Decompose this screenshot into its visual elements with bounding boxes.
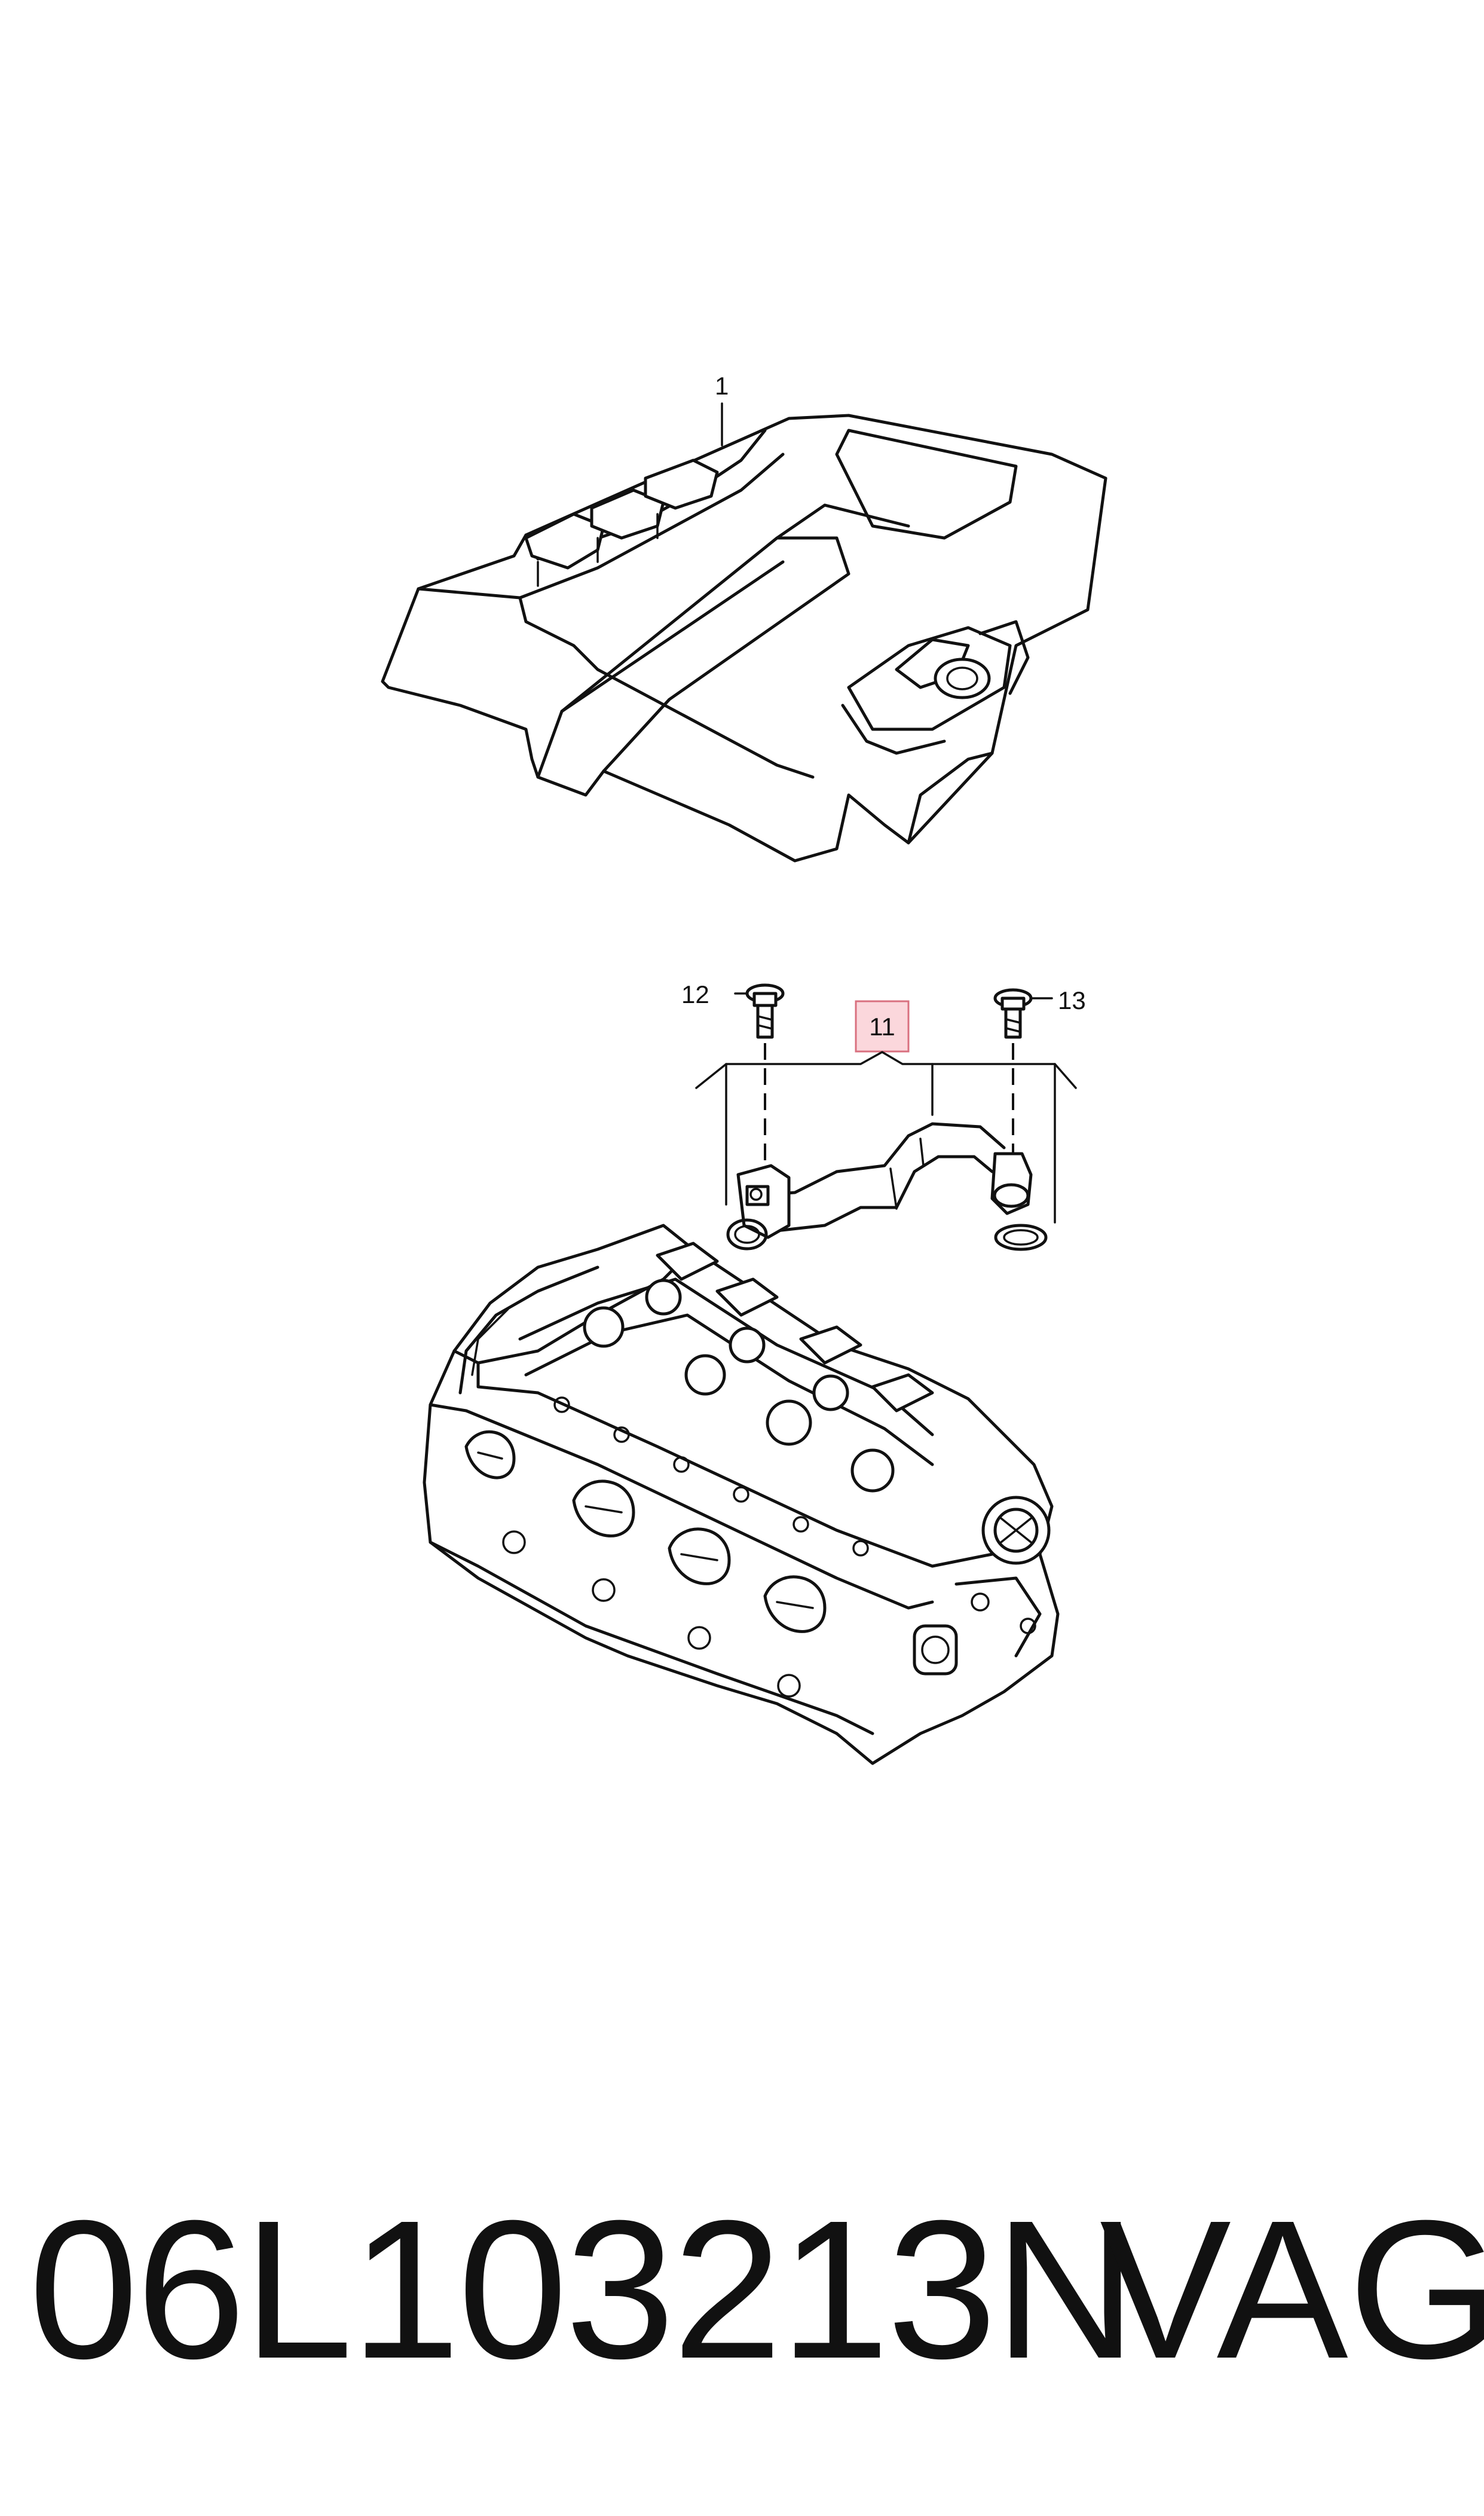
engine-cover[interactable] bbox=[381, 402, 1107, 863]
callout-12: 12 bbox=[681, 980, 709, 1008]
brand-label: VAG bbox=[1100, 2179, 1484, 2399]
part-number: 06L103213N bbox=[29, 2179, 1137, 2399]
callout-1: 1 bbox=[715, 372, 729, 400]
o-ring-left[interactable] bbox=[726, 1218, 768, 1251]
bolt-right[interactable] bbox=[993, 988, 1033, 1039]
breather-hose[interactable] bbox=[736, 1122, 1033, 1239]
callout-11-box[interactable] bbox=[855, 1000, 910, 1053]
bolt-left[interactable] bbox=[745, 983, 785, 1039]
callout-13: 13 bbox=[1058, 986, 1086, 1014]
o-ring-right[interactable] bbox=[994, 1224, 1048, 1251]
assembly-bracket bbox=[695, 1051, 1077, 1089]
cylinder-head[interactable] bbox=[423, 1224, 1060, 1765]
callout-11: 11 bbox=[869, 1013, 895, 1041]
